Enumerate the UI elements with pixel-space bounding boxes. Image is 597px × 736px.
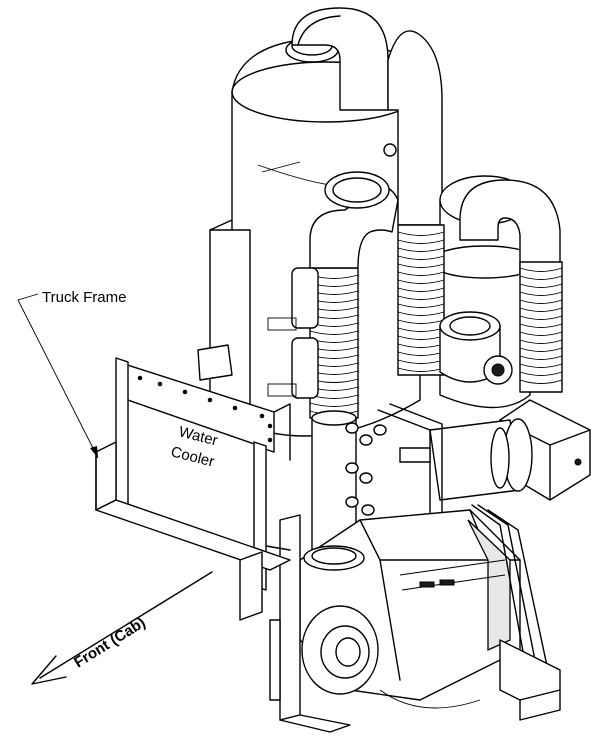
hose-fitting: [345, 422, 359, 434]
hose-rib: [397, 239, 445, 244]
cooler-bolt: [157, 381, 163, 387]
hose-fitting: [359, 472, 373, 484]
truck-frame-label: Truck Frame: [42, 289, 126, 306]
hose-rib: [397, 255, 445, 260]
hose-rib: [519, 283, 563, 288]
hose-rib: [519, 331, 563, 336]
cooler-bolt: [259, 413, 265, 419]
truck-frame-rail: [95, 441, 291, 621]
hose-rib: [397, 287, 445, 292]
hose-rib: [397, 231, 445, 236]
cooler-bolt: [182, 389, 188, 395]
hose-rib: [519, 323, 563, 328]
hose-fitting: [361, 504, 375, 516]
oil-filters: [267, 267, 319, 399]
truck-frame-callout: [17, 293, 99, 459]
hose-fitting: [373, 424, 387, 436]
front-cab-label: Front (Cab): [71, 614, 149, 671]
hose-rib: [519, 379, 563, 384]
hose-rib: [519, 267, 563, 272]
cooler-bolt: [207, 397, 213, 403]
cooler-bolt: [137, 375, 143, 381]
skid-frame: [259, 514, 561, 733]
front-arrow: [31, 571, 213, 685]
hose-rib: [397, 311, 445, 316]
hose-rib: [397, 303, 445, 308]
hose-rib: [519, 355, 563, 360]
hose-rib: [519, 371, 563, 376]
top-elbow-pipe: [291, 7, 443, 226]
hose-rib: [397, 271, 445, 276]
pump-end-cover: [301, 605, 379, 695]
hose-rib: [519, 307, 563, 312]
hose-rib: [309, 402, 359, 407]
corrugated-hose-center: [397, 224, 445, 376]
hose-rib: [519, 347, 563, 352]
hose-rib: [397, 263, 445, 268]
vacuum-pump: [299, 509, 521, 709]
hose-rib: [309, 330, 359, 335]
valve-block: [439, 311, 513, 385]
left-elbow-pipe: [309, 171, 399, 269]
manifold-fittings: [345, 403, 443, 521]
hose-fitting: [345, 462, 359, 474]
pump-inlet-flange: [303, 545, 365, 571]
cooler-bolt: [267, 423, 273, 429]
hose-rib: [397, 247, 445, 252]
hose-rib: [519, 275, 563, 280]
hose-rib: [519, 291, 563, 296]
hose-fitting: [359, 434, 373, 446]
hose-fitting: [345, 496, 359, 508]
hose-rib: [397, 319, 445, 324]
hose-rib: [519, 363, 563, 368]
cooler-bolt: [232, 405, 238, 411]
cooler-bolt: [267, 437, 273, 443]
hose-rib: [397, 279, 445, 284]
hose-rib: [519, 315, 563, 320]
hose-rib: [519, 339, 563, 344]
horizontal-pipe: [429, 418, 533, 501]
hose-rib: [397, 295, 445, 300]
hose-rib: [519, 299, 563, 304]
corrugated-hose-right: [519, 261, 563, 393]
